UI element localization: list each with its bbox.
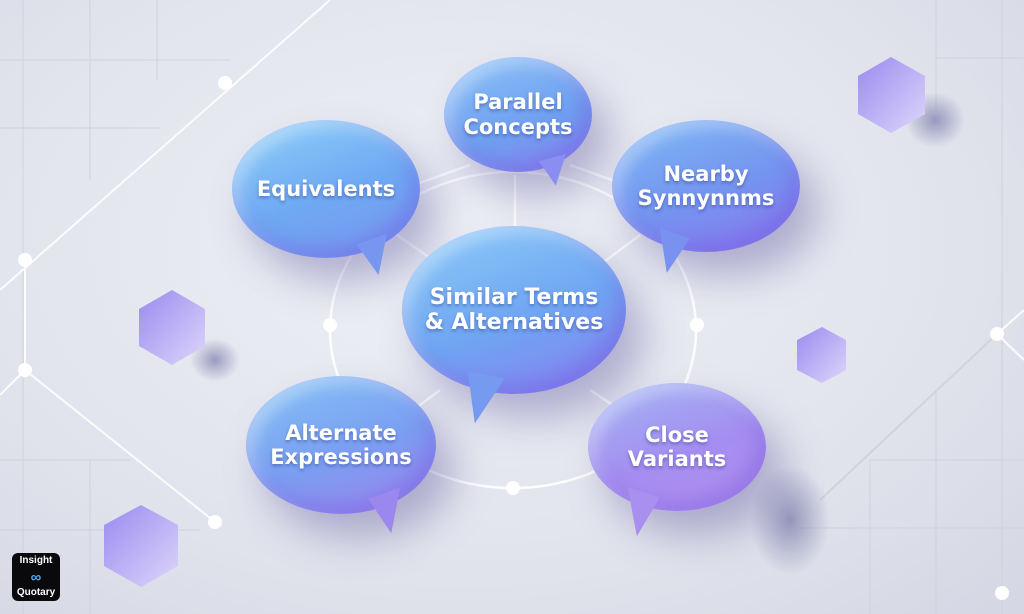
node-label: Nearby Synnynnms bbox=[637, 161, 775, 210]
node-close-variants[interactable]: Close Variants bbox=[588, 383, 766, 540]
node-label: Similar Terms & Alternatives bbox=[424, 284, 604, 335]
node-nearby-synonyms[interactable]: Nearby Synnynnms bbox=[612, 120, 800, 277]
node-label: Alternate Expressions bbox=[270, 420, 412, 469]
hexagon-decoration bbox=[858, 57, 925, 133]
node-equivalents[interactable]: Equivalents bbox=[232, 120, 420, 279]
insight-quotary-logo: Insight ∞ Quotary bbox=[12, 553, 60, 601]
node-alternate-expressions[interactable]: Alternate Expressions bbox=[246, 376, 436, 537]
hexagon-decoration bbox=[797, 327, 846, 383]
logo-bottom-text: Quotary bbox=[16, 587, 56, 598]
node-label: Equivalents bbox=[256, 176, 396, 201]
node-label: Close Variants bbox=[627, 422, 727, 471]
hexagon-decoration bbox=[139, 290, 205, 365]
hexagon-decoration bbox=[104, 505, 178, 587]
node-center-similar-terms[interactable]: Similar Terms & Alternatives bbox=[402, 226, 626, 428]
node-parallel-concepts[interactable]: Parallel Concepts bbox=[444, 57, 592, 189]
logo-top-text: Insight bbox=[19, 555, 53, 566]
infinity-icon: ∞ bbox=[30, 568, 42, 586]
node-label: Parallel Concepts bbox=[463, 90, 573, 139]
